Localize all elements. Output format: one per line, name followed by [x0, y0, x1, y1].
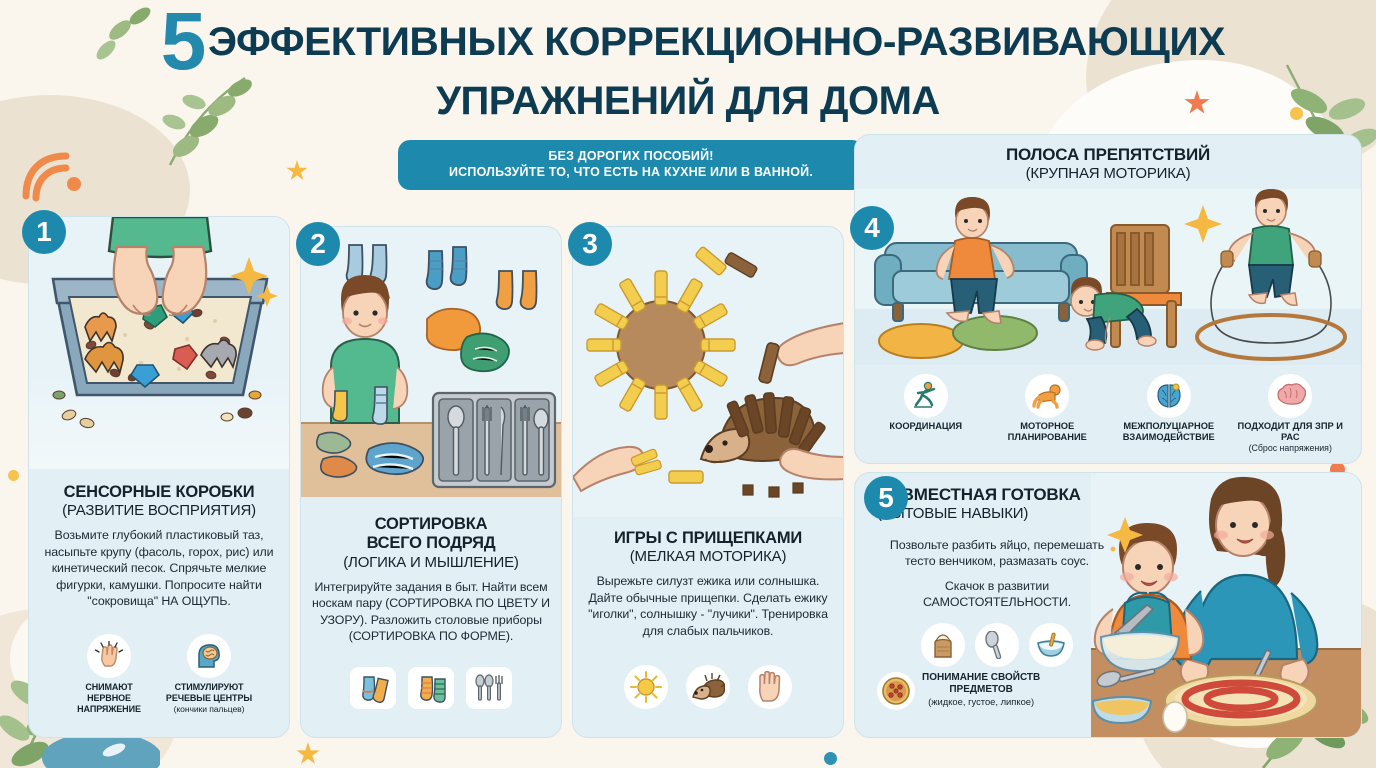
card-1-badge-2-caption-bold: СТИМУЛИРУЮТ РЕЧЕВЫЕ ЦЕНТРЫ [165, 682, 253, 704]
decor-star-yellow-top-left [286, 160, 308, 181]
card-5-title: СОВМЕСТНАЯ ГОТОВКА [877, 485, 1081, 504]
cooking-illustration [1091, 476, 1361, 737]
card-4-badge-2-caption: МОТОРНОЕ ПЛАНИРОВАНИЕ [1007, 420, 1087, 442]
poster-header: 5 ЭФФЕКТИВНЫХ КОРРЕКЦИОННО-РАЗВИВАЮЩИХ У… [0, 0, 1376, 124]
decor-dot-yellow-top-right [1290, 107, 1303, 120]
card-1-title: СЕНСОРНЫЕ КОРОБКИ [63, 483, 255, 501]
decor-star-yellow-bottom-left [296, 742, 320, 764]
crawling-child-icon [1025, 373, 1070, 418]
clapping-hands-icon [87, 634, 131, 679]
card-4-badge-3-caption: МЕЖПОЛУЦІАРНОЕ ВЗАИМОДЕЙСТВИЕ [1122, 420, 1215, 442]
card-5-property-caption-thin: (жидкое, густое, липкое) [928, 696, 1035, 708]
card-4-badge-1: КООРДИНАЦИЯ [867, 373, 985, 432]
card-4-badge-4-caption-thin: (Сброс напряжения) [1248, 442, 1332, 453]
sorting-socks-illustration [301, 244, 561, 497]
running-person-icon [903, 373, 948, 418]
banner-line-1: БЕЗ ДОРОГИХ ПОСОБИЙ! [548, 149, 714, 164]
header-number: 5 [160, 0, 207, 87]
card-5-property-caption: ПОНИМАНИЕ СВОЙСТВ ПРЕДМЕТОВ (жидкое, гус… [922, 672, 1040, 709]
card-1-badge-1-caption: СНИМАЮТ НЕРВНОЕ НАПРЯЖЕНИЕ [77, 682, 141, 715]
leaf-sprig-top-icon [96, 7, 151, 60]
two-hemispheres-brain-icon [1146, 373, 1191, 418]
card-4-badge-4: ПОДХОДИТ ДЛЯ ЗПР И РАС (Сброс напряжения… [1231, 373, 1349, 454]
card-5-property-badge: ПОНИМАНИЕ СВОЙСТВ ПРЕДМЕТОВ (жидкое, гус… [877, 671, 1117, 710]
card-5-subtitle: (БЫТОВЫЕ НАВЫКИ) [877, 505, 1029, 523]
card-5-number-badge: 5 [864, 476, 908, 520]
card-4-badge-3: МЕЖПОЛУЦІАРНОЕ ВЗАИМОДЕЙСТВИЕ [1110, 373, 1228, 443]
card-4-badge-row: КООРДИНАЦИЯ МОТОРНОЕ ПЛАНИРОВАНИЕ [855, 373, 1361, 454]
socks-pair-icon [350, 667, 396, 709]
subtitle-banner: БЕЗ ДОРОГИХ ПОСОБИЙ! ИСПОЛЬЗУЙТЕ ТО, ЧТО… [398, 140, 864, 190]
card-4-badge-1-caption: КООРДИНАЦИЯ [889, 420, 963, 431]
card-5-illustration [1091, 473, 1361, 737]
card-3-subtitle: (МЕЛКАЯ МОТОРИКА) [629, 548, 787, 566]
hedgehog-icon [686, 665, 730, 709]
card-2-body: Интегрируйте задания в быт. Найти всем н… [312, 579, 550, 644]
card-sorting[interactable]: СОРТИРОВКА ВСЕГО ПОДРЯД (ЛОГИКА И МЫШЛЕН… [300, 226, 562, 738]
obstacle-course-illustration [855, 189, 1361, 365]
card-clothespins[interactable]: ИГРЫ С ПРИЩЕПКАМИ (МЕЛКАЯ МОТОРИКА) Выре… [572, 226, 844, 738]
card-2-number-badge: 2 [296, 222, 340, 266]
card-3-illustration [573, 227, 843, 517]
card-4-illustration [855, 189, 1361, 365]
card-4-badge-4-caption-bold: ПОДХОДИТ ДЛЯ ЗПР И РАС [1237, 420, 1343, 442]
card-1-badge-2-caption-thin: (кончики пальцев) [173, 704, 245, 715]
card-4-number-badge: 4 [850, 206, 894, 250]
card-2-subtitle: (ЛОГИКА И МЫШЛЕНИЕ) [343, 553, 519, 571]
card-4-badge-2: МОТОРНОЕ ПЛАНИРОВАНИЕ [988, 373, 1106, 443]
banner-line-2: ИСПОЛЬЗУЙТЕ ТО, ЧТО ЕСТЬ НА КУХНЕ ИЛИ В … [448, 165, 814, 179]
orange-swoosh-icon [22, 152, 81, 202]
hand-icon [748, 665, 792, 709]
pizza-icon [877, 671, 915, 710]
card-3-number-badge: 3 [568, 222, 612, 266]
head-brain-icon [187, 634, 231, 679]
card-1-illustration [29, 217, 289, 469]
clothespin-sun-hedgehog-illustration [573, 246, 843, 498]
decor-dot-yellow-left [8, 470, 19, 481]
flour-sack-icon [921, 622, 965, 667]
card-5-body-line1: Позвольте разбить яйцо, перемешать тесто… [889, 537, 1105, 569]
card-5-body-line2: Скачок в развитии САМОСТОЯТЕЛЬНОСТИ. [922, 578, 1072, 610]
card-4-title: ПОЛОСА ПРЕПЯТСТВИЙ [1005, 145, 1211, 164]
mixing-bowl-icon [1029, 622, 1073, 667]
card-2-illustration [301, 227, 561, 497]
card-cooking-together[interactable]: СОВМЕСТНАЯ ГОТОВКА (БЫТОВЫЕ НАВЫКИ) Позв… [854, 472, 1362, 738]
card-obstacle-course[interactable]: ПОЛОСА ПРЕПЯТСТВИЙ (КРУПНАЯ МОТОРИКА) [854, 134, 1362, 464]
card-sensory-boxes[interactable]: СЕНСОРНЫЕ КОРОБКИ (РАЗВИТИЕ ВОСПРИЯТИЯ) … [28, 216, 290, 738]
spoon-icon [975, 622, 1019, 667]
card-1-badge-2-caption: СТИМУЛИРУЮТ РЕЧЕВЫЕ ЦЕНТРЫ (кончики паль… [163, 682, 255, 715]
card-3-title: ИГРЫ С ПРИЩЕПКАМИ [613, 529, 803, 547]
card-1-subtitle: (РАЗВИТИЕ ВОСПРИЯТИЯ) [62, 502, 256, 520]
card-5-property-caption-line1: ПОНИМАНИЕ СВОЙСТВ [922, 672, 1041, 684]
card-1-badge-2: СТИМУЛИРУЮТ РЕЧЕВЫЕ ЦЕНТРЫ (кончики паль… [163, 634, 255, 715]
card-3-body: Вырежьте силузт ежика или солнышка. Дайт… [588, 574, 828, 638]
card-4-badge-4-caption: ПОДХОДИТ ДЛЯ ЗПР И РАС (Сброс напряжения… [1231, 421, 1349, 454]
card-2-title-line2: ВСЕГО ПОДРЯД [366, 534, 496, 553]
card-5-property-caption-line2: ПРЕДМЕТОВ [949, 684, 1013, 696]
card-1-badge-1: СНИМАЮТ НЕРВНОЕ НАПРЯЖЕНИЕ [63, 634, 155, 715]
page-title-line1: ЭФФЕКТИВНЫХ КОРРЕКЦИОННО-РАЗВИВАЮЩИХ [208, 20, 1226, 65]
decor-dot-teal-bottom-center [824, 752, 837, 765]
sun-icon [624, 665, 668, 709]
sensory-bin-illustration [51, 217, 278, 429]
socks-patterned-icon [408, 667, 454, 709]
card-2-title-line1: СОРТИРОВКА [374, 515, 488, 533]
cutlery-icon [466, 667, 512, 709]
card-1-number-badge: 1 [22, 210, 66, 254]
leaf-branch-top-left-icon [162, 77, 252, 166]
brain-icon [1268, 373, 1313, 418]
page-title-line2: УПРАЖНЕНИЙ ДЛЯ ДОМА [436, 79, 940, 124]
card-4-subtitle: (КРУПНАЯ МОТОРИКА) [1025, 165, 1191, 183]
card-1-body: Возьмите глубокий пластиковый таз, насып… [44, 528, 274, 609]
decor-blue-shape [42, 732, 160, 768]
